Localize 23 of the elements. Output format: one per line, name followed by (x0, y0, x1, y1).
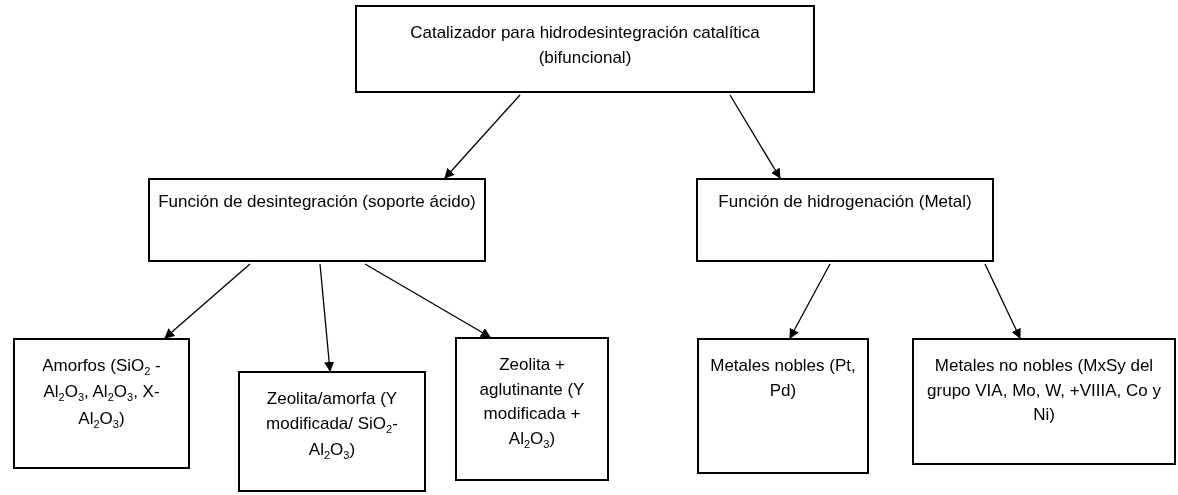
arrow (789, 263, 831, 339)
node-label: Metales no nobles (MxSy del grupo VIA, Mo, W, +VIIIA, Co y Ni) (926, 355, 1162, 427)
arrow (729, 94, 781, 179)
node-label: Metales nobles (Pt, Pd) (709, 355, 857, 402)
arrow (444, 94, 521, 179)
node-label: Amorfos (SiO$_{2}$ - Al$_{2}$O$_{3}$, Al$_{2}$O$_{3}$, X-Al$_{2}$O$_{3}$) (41, 355, 162, 433)
node-label: Función de hidrogenación (Metal) (718, 191, 972, 213)
arrow (319, 263, 335, 372)
arrow (984, 263, 1021, 339)
category-box (148, 178, 486, 262)
node-label: Catalizador para hidrodesintegración catalítica (bifuncional) (409, 22, 761, 69)
leaf-box (238, 371, 426, 492)
category-box (696, 178, 994, 262)
arrow (164, 263, 251, 339)
leaf-box (13, 338, 190, 469)
leaf-box (912, 338, 1176, 465)
node-label: Función de desintegración (soporte ácido) (158, 191, 476, 213)
node-label: Zeolita + aglutinante (Y modificada + Al$_{2}$O$_{3}$) (478, 354, 586, 453)
arrow (364, 263, 491, 338)
node-label: Zeolita/amorfa (Y modificada/ SiO$_{2}$-Al$_{2}$O$_{3}$) (265, 388, 399, 464)
top-box (355, 5, 815, 93)
leaf-box (455, 337, 609, 481)
leaf-box (697, 338, 869, 474)
